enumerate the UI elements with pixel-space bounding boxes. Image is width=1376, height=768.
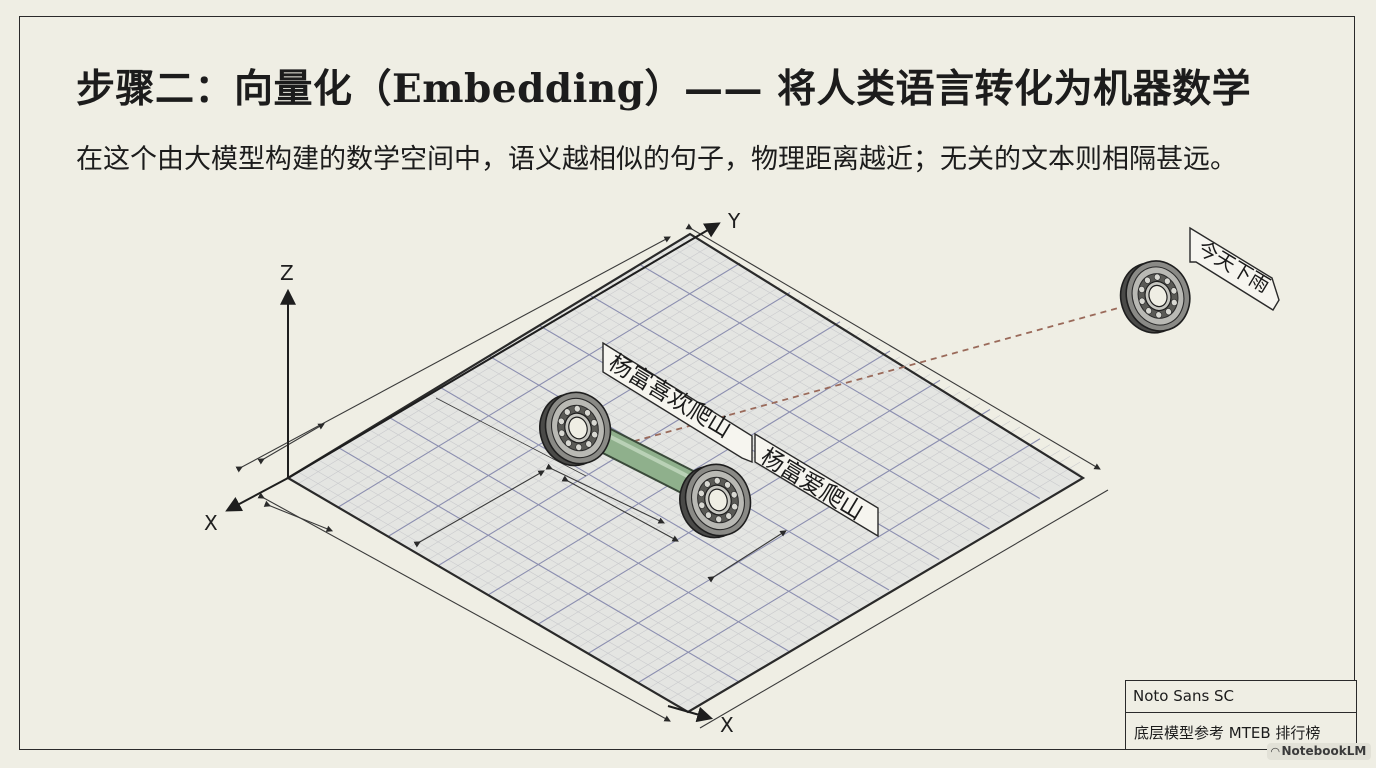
notebooklm-logo-icon: ◠ [1271, 745, 1280, 758]
bearing-icon-c [1119, 260, 1191, 334]
y-axis-label: Y [727, 209, 741, 233]
x-axis-bottom [667, 705, 714, 723]
page-subtitle: 在这个由大模型构建的数学空间中，语义越相似的句子，物理距离越近；无关的文本则相隔… [76, 144, 1237, 175]
drawing-frame [19, 16, 1355, 750]
x-axis-left [225, 477, 289, 512]
title-block: Noto Sans SC 底层模型参考 MTEB 排行榜 [1125, 680, 1357, 750]
axes [225, 222, 721, 723]
z-axis-label: Z [280, 261, 294, 285]
bearing-icon-a [539, 391, 612, 467]
sentence-tag-c: 今天下雨 [1189, 226, 1280, 311]
watermark-label: NotebookLM [1281, 744, 1367, 758]
page-title: 步骤二：向量化（Embedding）—— 将人类语言转化为机器数学 [76, 66, 1252, 112]
y-axis [287, 222, 721, 479]
title-block-font: Noto Sans SC [1126, 681, 1356, 713]
x-axis-label-left: X [204, 511, 218, 535]
bearing-icon-b [679, 463, 752, 539]
x-axis-label-bottom: X [720, 713, 734, 737]
watermark-badge: ◠NotebookLM [1267, 743, 1372, 760]
title-block-reference: 底层模型参考 MTEB 排行榜 [1134, 724, 1321, 742]
